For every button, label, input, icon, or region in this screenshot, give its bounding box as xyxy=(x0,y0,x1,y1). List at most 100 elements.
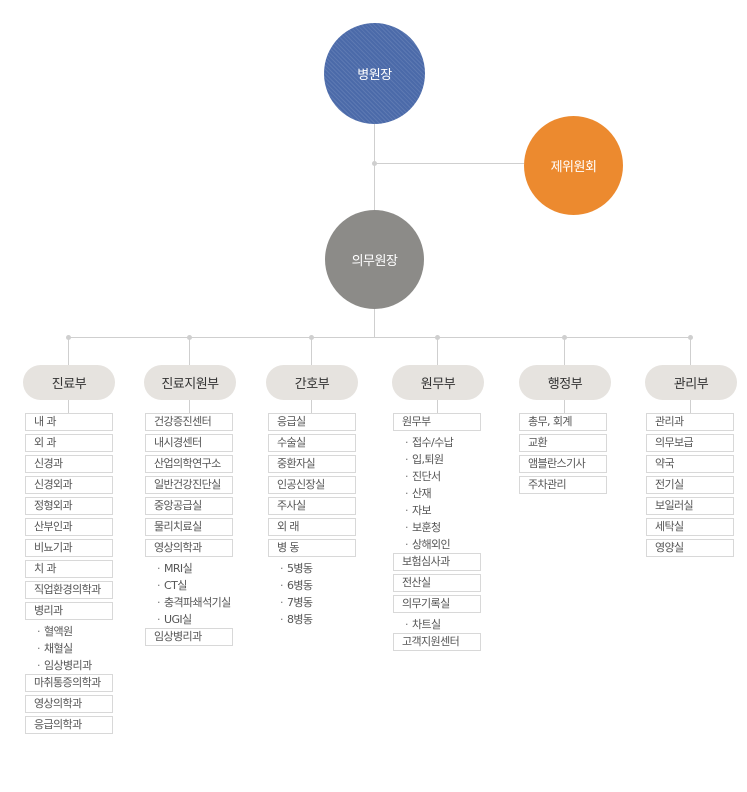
sub-unit-item: 자보 xyxy=(393,502,481,519)
department-junction-dot xyxy=(66,335,71,340)
unit-item: 고객지원센터 xyxy=(393,633,481,651)
department-connector xyxy=(564,338,565,365)
unit-item: 건강증진센터 xyxy=(145,413,233,431)
sub-unit-item: UGI실 xyxy=(145,611,233,628)
sub-unit-item: 채혈실 xyxy=(25,640,113,657)
department-list-connector xyxy=(189,400,190,413)
department-connector xyxy=(311,338,312,365)
connector-junction-dot xyxy=(372,161,377,166)
department-list-connector xyxy=(564,400,565,413)
unit-item: 약국 xyxy=(646,455,734,473)
department-junction-dot xyxy=(435,335,440,340)
unit-item: 보일러실 xyxy=(646,497,734,515)
sub-unit-item: 8병동 xyxy=(268,611,356,628)
sub-unit-item: 임상병리과 xyxy=(25,657,113,674)
sub-unit-item: 5병동 xyxy=(268,560,356,577)
sub-unit-item: 진단서 xyxy=(393,468,481,485)
sub-unit-item: 산재 xyxy=(393,485,481,502)
unit-item: 마취통증의학과 xyxy=(25,674,113,692)
department-list-connector xyxy=(311,400,312,413)
unit-item: 직업환경의학과 xyxy=(25,581,113,599)
unit-item: 교환 xyxy=(519,434,607,452)
unit-item: 주사실 xyxy=(268,497,356,515)
sub-unit-item: CT실 xyxy=(145,577,233,594)
unit-item: 중앙공급실 xyxy=(145,497,233,515)
unit-item: 전기실 xyxy=(646,476,734,494)
medical-director-node: 의무원장 xyxy=(325,210,424,309)
unit-item: 의무기록실 xyxy=(393,595,481,613)
sub-unit-item: 6병동 xyxy=(268,577,356,594)
department-head: 진료부 xyxy=(23,365,115,400)
department-connector xyxy=(189,338,190,365)
department-connector xyxy=(68,338,69,365)
connector-director-to-medical xyxy=(374,124,375,210)
director-label: 병원장 xyxy=(357,68,392,83)
unit-item: 치 과 xyxy=(25,560,113,578)
unit-item: 인공신장실 xyxy=(268,476,356,494)
unit-item: 보험심사과 xyxy=(393,553,481,571)
unit-item: 정형외과 xyxy=(25,497,113,515)
unit-item: 산업의학연구소 xyxy=(145,455,233,473)
department-junction-dot xyxy=(187,335,192,340)
department-unit-list: 원무부접수/수납입,퇴원진단서산재자보보훈청상해외인보험심사과전산실의무기록실차… xyxy=(393,413,481,654)
unit-item: 신경과 xyxy=(25,455,113,473)
connector-to-committee xyxy=(375,163,524,164)
unit-item: 응급실 xyxy=(268,413,356,431)
sub-unit-item: 혈액원 xyxy=(25,623,113,640)
department-connector xyxy=(437,338,438,365)
unit-item: 영양실 xyxy=(646,539,734,557)
unit-item: 앰블란스기사 xyxy=(519,455,607,473)
unit-item: 산부인과 xyxy=(25,518,113,536)
department-junction-dot xyxy=(309,335,314,340)
unit-item: 세탁실 xyxy=(646,518,734,536)
department-head: 간호부 xyxy=(266,365,358,400)
unit-item: 전산실 xyxy=(393,574,481,592)
unit-item: 영상의학과 xyxy=(25,695,113,713)
department-junction-dot xyxy=(562,335,567,340)
department-head: 진료지원부 xyxy=(144,365,236,400)
committee-label: 제위원회 xyxy=(550,160,597,175)
department-head: 원무부 xyxy=(392,365,484,400)
department-connector xyxy=(690,338,691,365)
unit-item: 의무보급 xyxy=(646,434,734,452)
unit-item: 내시경센터 xyxy=(145,434,233,452)
sub-unit-item: 접수/수납 xyxy=(393,434,481,451)
unit-item: 병 동 xyxy=(268,539,356,557)
sub-unit-item: 입,퇴원 xyxy=(393,451,481,468)
sub-unit-item: 차트실 xyxy=(393,616,481,633)
connector-department-bus xyxy=(68,337,690,338)
unit-item: 병리과 xyxy=(25,602,113,620)
department-junction-dot xyxy=(688,335,693,340)
committee-node: 제위원회 xyxy=(524,116,623,215)
sub-unit-item: MRI실 xyxy=(145,560,233,577)
sub-unit-item: 충격파쇄석기실 xyxy=(145,594,233,611)
medical-director-label: 의무원장 xyxy=(351,254,398,269)
department-list-connector xyxy=(690,400,691,413)
unit-item: 응급의학과 xyxy=(25,716,113,734)
unit-item: 중환자실 xyxy=(268,455,356,473)
unit-item: 영상의학과 xyxy=(145,539,233,557)
unit-item: 수술실 xyxy=(268,434,356,452)
department-head: 행정부 xyxy=(519,365,611,400)
unit-item: 원무부 xyxy=(393,413,481,431)
unit-item: 신경외과 xyxy=(25,476,113,494)
department-list-connector xyxy=(68,400,69,413)
unit-item: 총무, 회계 xyxy=(519,413,607,431)
department-list-connector xyxy=(437,400,438,413)
unit-item: 비뇨기과 xyxy=(25,539,113,557)
connector-medical-down xyxy=(374,309,375,338)
sub-unit-item: 상해외인 xyxy=(393,536,481,553)
unit-item: 일반건강진단실 xyxy=(145,476,233,494)
department-head: 관리부 xyxy=(645,365,737,400)
unit-item: 물리치료실 xyxy=(145,518,233,536)
sub-unit-item: 7병동 xyxy=(268,594,356,611)
director-node: 병원장 xyxy=(324,23,425,124)
unit-item: 관리과 xyxy=(646,413,734,431)
unit-item: 외 래 xyxy=(268,518,356,536)
unit-item: 임상병리과 xyxy=(145,628,233,646)
unit-item: 주차관리 xyxy=(519,476,607,494)
